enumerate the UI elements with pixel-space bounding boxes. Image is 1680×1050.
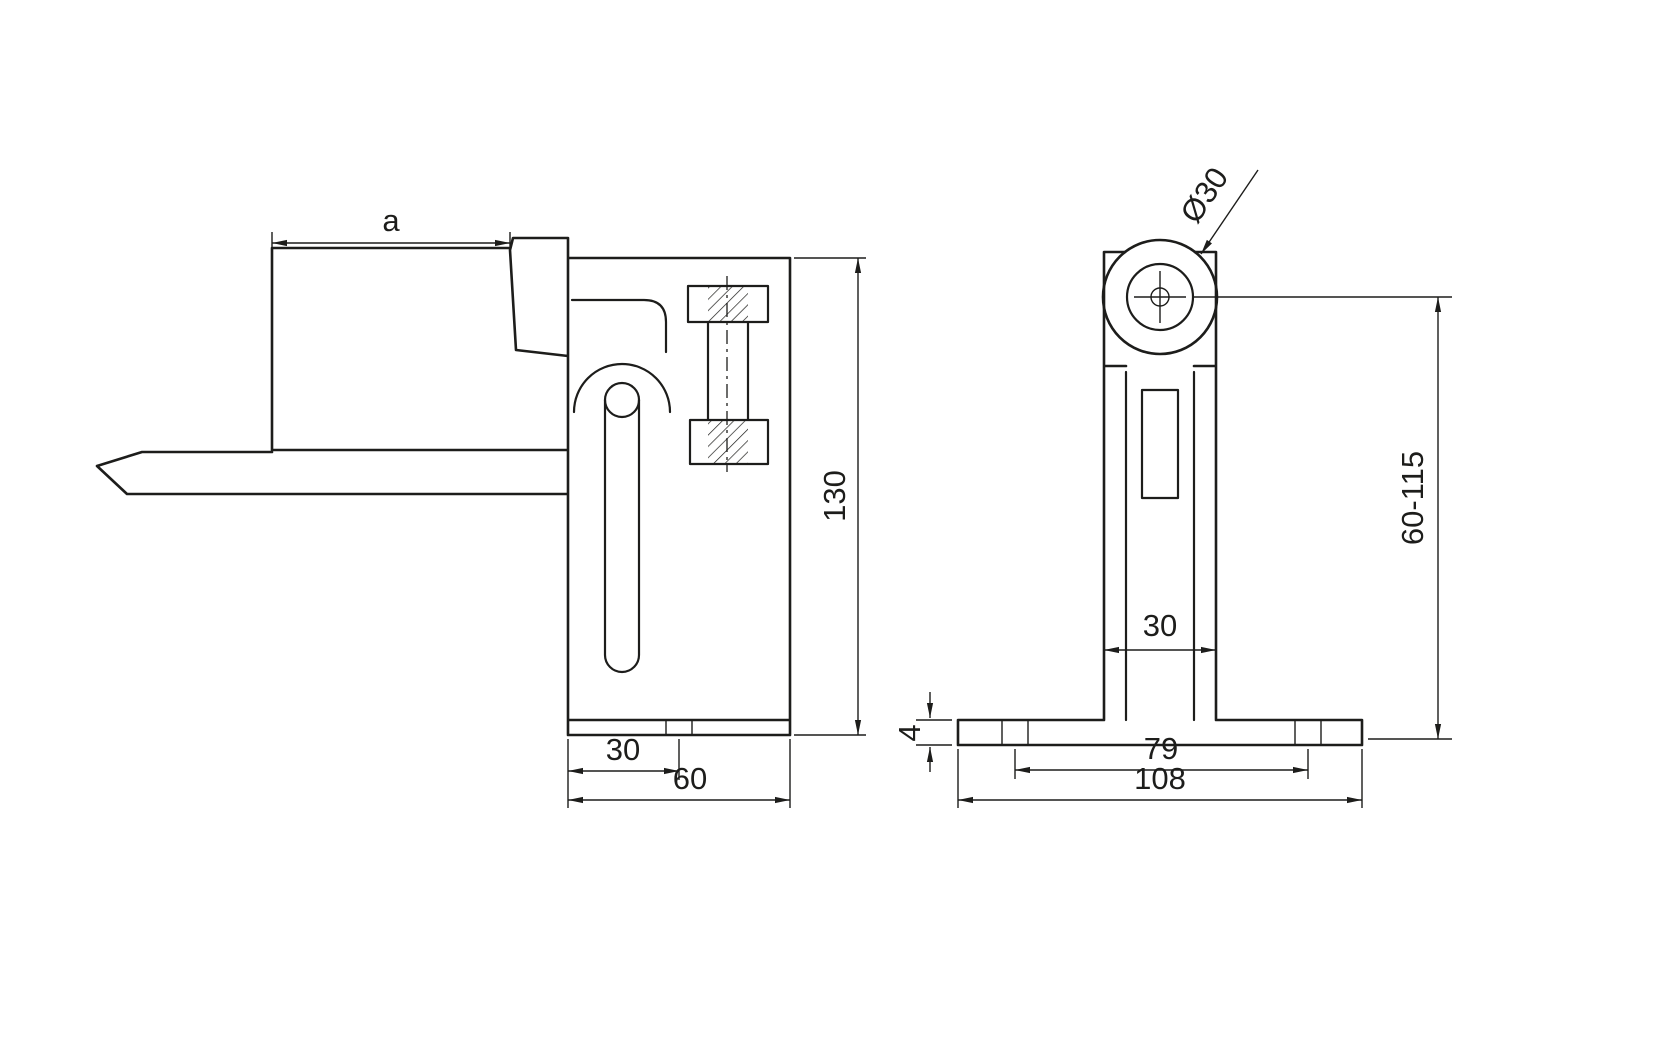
screw-hatch-bottom bbox=[708, 421, 748, 463]
clamp-screw-outline bbox=[686, 284, 770, 466]
dimension-hole-spacing: 79 bbox=[1014, 731, 1309, 779]
dimension-base-thickness: 4 bbox=[892, 692, 952, 772]
dim-label-hole-offset: 30 bbox=[606, 732, 640, 767]
dim-label-height-range: 60-115 bbox=[1395, 451, 1430, 545]
side-view: a 130 30 60 bbox=[95, 203, 866, 808]
front-view: Ø30 60-115 30 4 79 1 bbox=[892, 161, 1452, 808]
side-view-outline bbox=[95, 236, 792, 737]
dim-label-base-depth: 60 bbox=[673, 761, 707, 796]
dim-label-base-thickness: 4 bbox=[892, 724, 927, 741]
leader-line bbox=[1200, 169, 1259, 255]
dimension-height-range: 60-115 bbox=[1192, 296, 1452, 740]
dimension-post-width: 30 bbox=[1104, 608, 1216, 654]
dimension-roller-diameter: Ø30 bbox=[1173, 161, 1259, 255]
front-base-hole-ticks bbox=[1001, 720, 1322, 745]
roller-crosshair bbox=[1134, 271, 1186, 323]
extension-lines bbox=[1014, 749, 1309, 779]
front-view-channel bbox=[1124, 370, 1196, 722]
side-base-hole-ticks bbox=[665, 720, 693, 735]
dim-label-total-height: 130 bbox=[817, 470, 852, 522]
dim-label-post-width: 30 bbox=[1143, 608, 1177, 643]
dim-label-roller-diameter: Ø30 bbox=[1173, 161, 1235, 229]
dimension-hole-offset: 30 bbox=[568, 732, 680, 780]
screw-hatch-top bbox=[708, 287, 748, 321]
pivot-pin bbox=[603, 381, 641, 419]
dim-label-hole-spacing: 79 bbox=[1144, 731, 1178, 766]
dim-label-base-width: 108 bbox=[1134, 761, 1186, 796]
dimension-arm-length: a bbox=[271, 203, 511, 252]
clamp-screw-section bbox=[686, 276, 770, 472]
dimension-total-height: 130 bbox=[794, 257, 866, 736]
extension-lines bbox=[567, 739, 791, 808]
dimension-base-depth: 60 bbox=[567, 739, 791, 808]
side-view-inner-profile bbox=[570, 298, 672, 674]
extension-lines bbox=[794, 257, 866, 736]
dimension-base-width: 108 bbox=[957, 749, 1363, 808]
dim-label-arm-length: a bbox=[382, 203, 400, 238]
extension-lines bbox=[916, 719, 952, 746]
